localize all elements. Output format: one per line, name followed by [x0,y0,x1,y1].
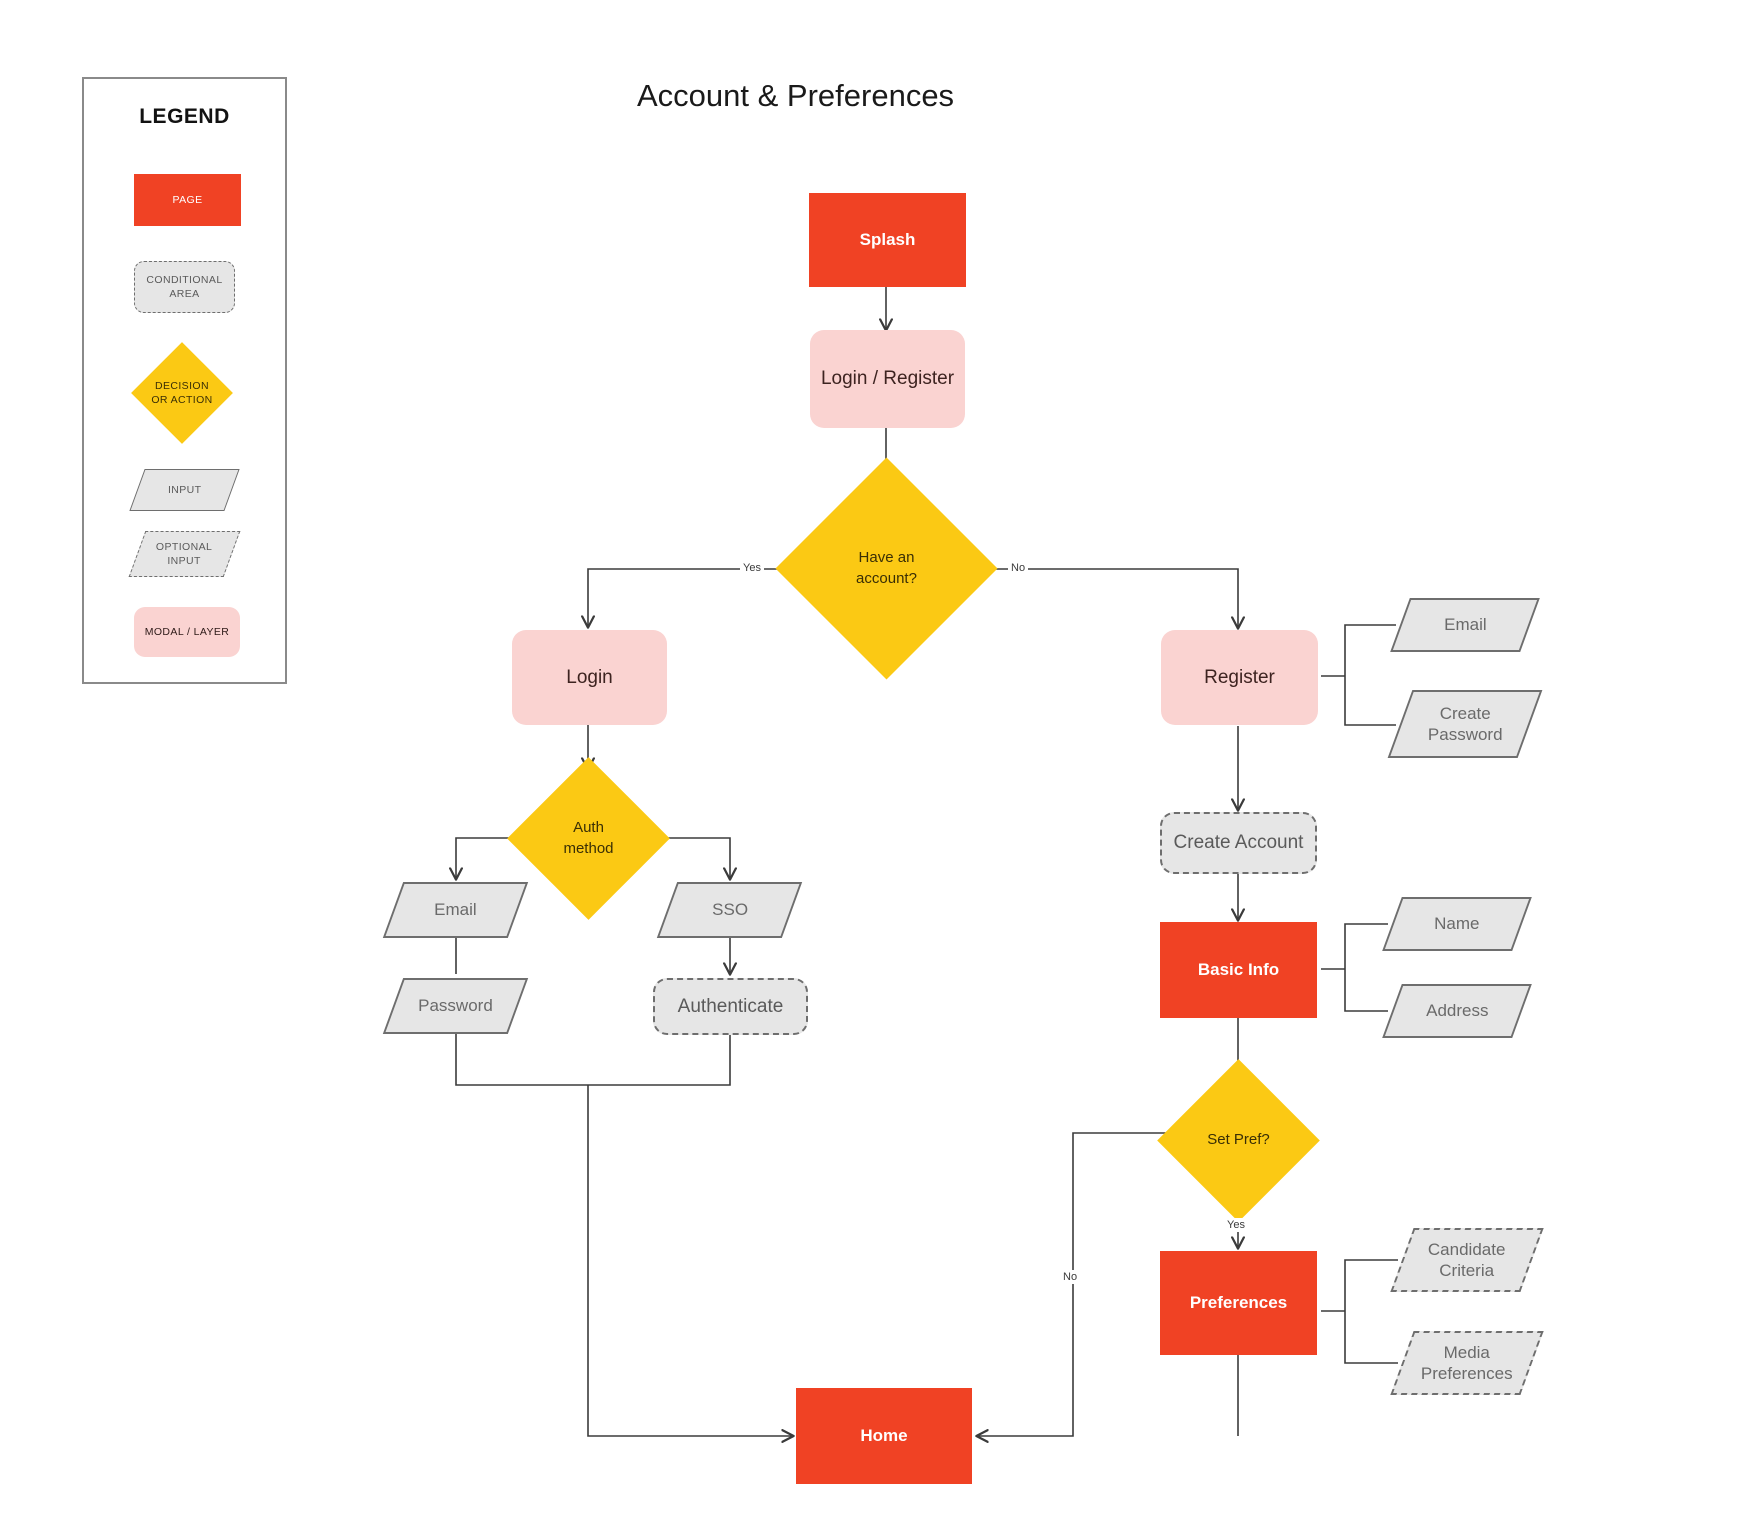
node-home-label: Home [860,1426,908,1446]
node-candidate-criteria-label: Candidate Criteria [1428,1239,1506,1280]
legend-item-modal-layer: MODAL / LAYER [134,607,240,657]
edge-set-pref-no [977,1132,1168,1436]
edge-have-account-yes [588,568,808,627]
node-media-preferences[interactable]: Media Preferences [1390,1331,1544,1395]
node-have-an-account[interactable]: Have an account? [775,457,998,680]
node-splash[interactable]: Splash [809,193,966,287]
page-title: Account & Preferences [637,78,955,113]
node-login-email-label: Email [434,900,477,920]
edge-have-account-no [963,568,1238,628]
node-create-password-label: Create Password [1427,703,1503,744]
edge-preferences-to-media-preferences [1344,1311,1398,1364]
node-media-preferences-label: Media Preferences [1421,1342,1513,1383]
legend-item-input: INPUT [129,469,240,511]
node-name-input-label: Name [1434,914,1480,934]
node-create-account-label: Create Account [1173,832,1304,854]
node-authenticate[interactable]: Authenticate [653,978,808,1035]
legend-item-conditional-area: CONDITIONAL AREA [134,261,235,313]
node-register-email[interactable]: Email [1390,598,1540,652]
node-preferences[interactable]: Preferences [1160,1251,1317,1355]
node-login-label: Login [566,666,613,688]
node-basic-info[interactable]: Basic Info [1160,922,1317,1018]
legend-panel: LEGEND PAGE CONDITIONAL AREA DECISION OR… [82,77,287,684]
node-address-input-label: Address [1425,1001,1489,1021]
legend-title: LEGEND [139,105,230,128]
legend-item-page: PAGE [134,174,241,226]
node-candidate-criteria[interactable]: Candidate Criteria [1390,1228,1544,1292]
node-authenticate-label: Authenticate [677,995,784,1017]
node-login-password-label: Password [418,996,493,1016]
node-create-account[interactable]: Create Account [1160,812,1317,874]
legend-item-optional-input: OPTIONAL INPUT [128,531,241,577]
node-set-pref[interactable]: Set Pref? [1157,1059,1320,1222]
edge-register-to-create-password [1344,676,1396,726]
node-register-email-label: Email [1443,615,1487,635]
node-create-password[interactable]: Create Password [1387,690,1543,758]
node-name-input[interactable]: Name [1382,897,1532,951]
legend-item-input-label: INPUT [167,483,202,496]
legend-item-optional-input-label: OPTIONAL INPUT [156,540,213,567]
node-register[interactable]: Register [1161,630,1318,725]
node-login[interactable]: Login [512,630,667,725]
node-home[interactable]: Home [796,1388,972,1484]
legend-item-page-label: PAGE [172,193,203,206]
edge-label-have-account-no: No [1008,561,1029,575]
node-login-email[interactable]: Email [382,882,529,938]
legend-item-decision-label: DECISION OR ACTION [151,379,213,406]
node-have-an-account-label: Have an account? [856,549,917,587]
node-preferences-label: Preferences [1189,1293,1288,1313]
node-set-pref-label: Set Pref? [1207,1131,1270,1149]
edge-login-join [455,1033,731,1086]
node-register-label: Register [1204,666,1275,688]
edge-label-have-account-yes: Yes [740,561,764,575]
edge-basic-info-to-name [1344,923,1388,969]
node-address-input[interactable]: Address [1382,984,1532,1038]
legend-item-decision: DECISION OR ACTION [131,342,233,444]
edge-preferences-to-candidate-criteria [1344,1259,1398,1311]
node-basic-info-label: Basic Info [1197,960,1280,980]
edge-label-set-pref-no: No [1060,1270,1081,1284]
node-login-password[interactable]: Password [382,978,529,1034]
edge-register-to-email [1344,624,1396,676]
edge-basic-info-to-address [1344,969,1388,1012]
legend-item-conditional-area-label: CONDITIONAL AREA [146,273,223,300]
edge-login-join-to-home [587,1085,793,1436]
edge-label-set-pref-yes: Yes [1224,1218,1248,1232]
node-sso-label: SSO [711,900,748,920]
node-auth-method[interactable]: Auth method [507,757,670,920]
node-login-register[interactable]: Login / Register [810,330,965,428]
node-splash-label: Splash [859,230,916,250]
node-auth-method-label: Auth method [563,819,614,857]
legend-item-modal-layer-label: MODAL / LAYER [144,625,230,638]
node-login-register-label: Login / Register [820,368,955,390]
node-sso[interactable]: SSO [656,882,803,938]
